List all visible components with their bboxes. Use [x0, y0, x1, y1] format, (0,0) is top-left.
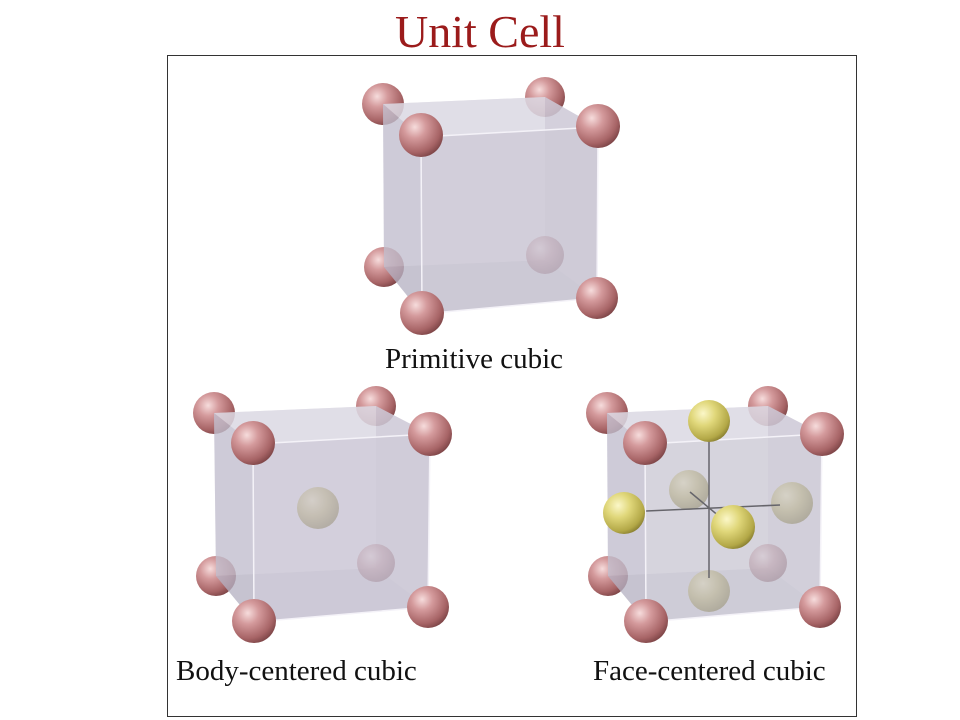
corner-atom: [624, 599, 668, 643]
face-center-atom-top: [688, 400, 730, 442]
cube-front-face: [420, 126, 599, 315]
corner-atom: [408, 412, 452, 456]
body-centered-cubic-cell: [193, 386, 452, 643]
cube-left-face: [383, 104, 422, 314]
slide-title: Unit Cell: [395, 6, 565, 57]
axis-line-horizontal: [624, 504, 781, 513]
corner-atom: [399, 113, 443, 157]
face-center-atom-bottom: [688, 570, 730, 612]
face-center-atom-right: [771, 482, 813, 524]
face-centered-cubic-cell: [586, 386, 844, 643]
corner-atom: [400, 291, 444, 335]
cube-front-face: [252, 433, 431, 623]
primitive-cubic-cell: [362, 77, 620, 335]
caption-primitive-cubic: Primitive cubic: [385, 343, 563, 375]
corner-atom: [800, 412, 844, 456]
caption-body-centered-cubic: Body-centered cubic: [176, 655, 417, 687]
caption-face-centered-cubic: Face-centered cubic: [593, 655, 826, 687]
corner-atom-back: [749, 544, 787, 582]
corner-atom: [576, 277, 618, 319]
corner-atom: [231, 421, 275, 465]
face-center-atom-left: [603, 492, 645, 534]
corner-atom: [799, 586, 841, 628]
corner-atom: [232, 599, 276, 643]
corner-atom: [576, 104, 620, 148]
face-center-atom-front: [711, 505, 755, 549]
cube-left-face: [214, 413, 254, 622]
corner-atom: [623, 421, 667, 465]
corner-atom: [407, 586, 449, 628]
